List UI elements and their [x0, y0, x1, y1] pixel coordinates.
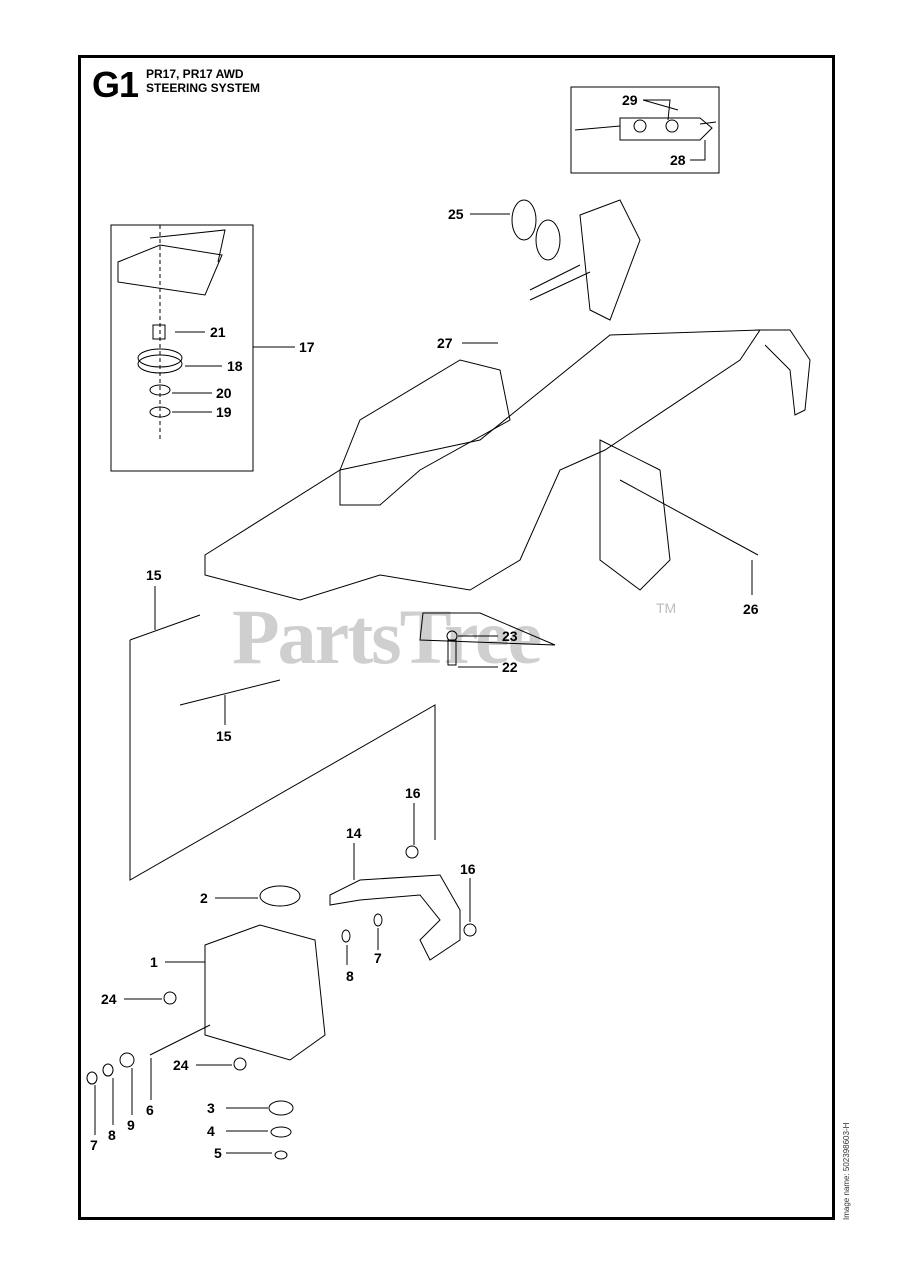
image-name-label: Image name: 502398603-H: [842, 1122, 851, 1220]
nut-24a: [163, 991, 177, 1005]
callout-25: 25: [448, 206, 464, 222]
callout-4: 4: [207, 1123, 215, 1139]
callout-7-upper: 7: [374, 950, 382, 966]
leader-box-bolt: [419, 612, 556, 646]
callout-15-upper: 15: [146, 567, 162, 583]
bearing-3: [268, 1100, 294, 1116]
nut-16b: [463, 923, 477, 937]
diagram-frame: [78, 55, 835, 1220]
nut-16a: [405, 845, 419, 859]
ring-4: [270, 1126, 292, 1138]
bracket-14: [329, 874, 461, 961]
callout-20: 20: [216, 385, 232, 401]
washer-8: [102, 1063, 114, 1077]
callout-1: 1: [150, 954, 158, 970]
washer-23: [446, 630, 458, 642]
clip-7: [86, 1071, 98, 1085]
shaft-6: [149, 1024, 211, 1056]
main-frame: [204, 329, 761, 601]
callout-23: 23: [502, 628, 518, 644]
watermark-tm: TM: [656, 600, 677, 616]
callout-2: 2: [200, 890, 208, 906]
spacer-21: [152, 324, 166, 340]
callout-8-lower: 8: [108, 1127, 116, 1143]
pulley-25a: [511, 199, 537, 241]
inset-box-pulley-assembly: [110, 224, 254, 472]
callout-21: 21: [210, 324, 226, 340]
leader-28: [690, 140, 706, 161]
callout-26: 26: [743, 601, 759, 617]
clip-7-upper: [373, 913, 383, 927]
callout-27: 27: [437, 335, 453, 351]
diagram-title-models: PR17, PR17 AWD: [146, 67, 244, 81]
leader-box-lower: [129, 640, 436, 881]
handle-rail: [755, 329, 811, 416]
steering-arm: [579, 199, 641, 321]
callout-17: 17: [299, 339, 315, 355]
rod-26: [619, 479, 759, 556]
diagram-code: G1: [92, 64, 139, 105]
callout-3: 3: [207, 1100, 215, 1116]
callout-24-left: 24: [101, 991, 117, 1007]
tie-rod-15b: [179, 679, 281, 706]
callout-14: 14: [346, 825, 362, 841]
clip-5: [274, 1150, 288, 1160]
diagram-title-system: STEERING SYSTEM: [146, 81, 261, 95]
washer-8-upper: [341, 929, 351, 943]
steering-shaft: [529, 264, 591, 301]
callout-19: 19: [216, 404, 232, 420]
callout-7-lower: 7: [90, 1137, 98, 1153]
callout-28: 28: [670, 152, 686, 168]
steering-housing-1: [204, 924, 326, 1061]
inset-box-chain-detail: [570, 86, 720, 174]
leader-29: [642, 99, 679, 121]
callout-18: 18: [227, 358, 243, 374]
callout-8-upper: 8: [346, 968, 354, 984]
callout-5: 5: [214, 1145, 222, 1161]
pulley-plate: [117, 229, 226, 296]
tie-rod-15a: [129, 614, 201, 641]
callout-9: 9: [127, 1117, 135, 1133]
pulley-25b: [535, 219, 561, 261]
callout-16-right: 16: [460, 861, 476, 877]
rear-bracket: [599, 439, 671, 591]
frame-bracket: [339, 359, 511, 506]
chain-pin: [665, 119, 679, 133]
chain-detail-drawing: [574, 117, 717, 141]
callout-29: 29: [622, 92, 638, 108]
callout-6: 6: [146, 1102, 154, 1118]
callout-22: 22: [502, 659, 518, 675]
bolt-22: [447, 639, 457, 666]
callout-15-lower: 15: [216, 728, 232, 744]
callout-16-upper: 16: [405, 785, 421, 801]
bearing-2: [259, 885, 301, 907]
chain-pin: [633, 119, 647, 133]
spacer-9: [119, 1052, 135, 1068]
callout-24-lower: 24: [173, 1057, 189, 1073]
nut-24b: [233, 1057, 247, 1071]
